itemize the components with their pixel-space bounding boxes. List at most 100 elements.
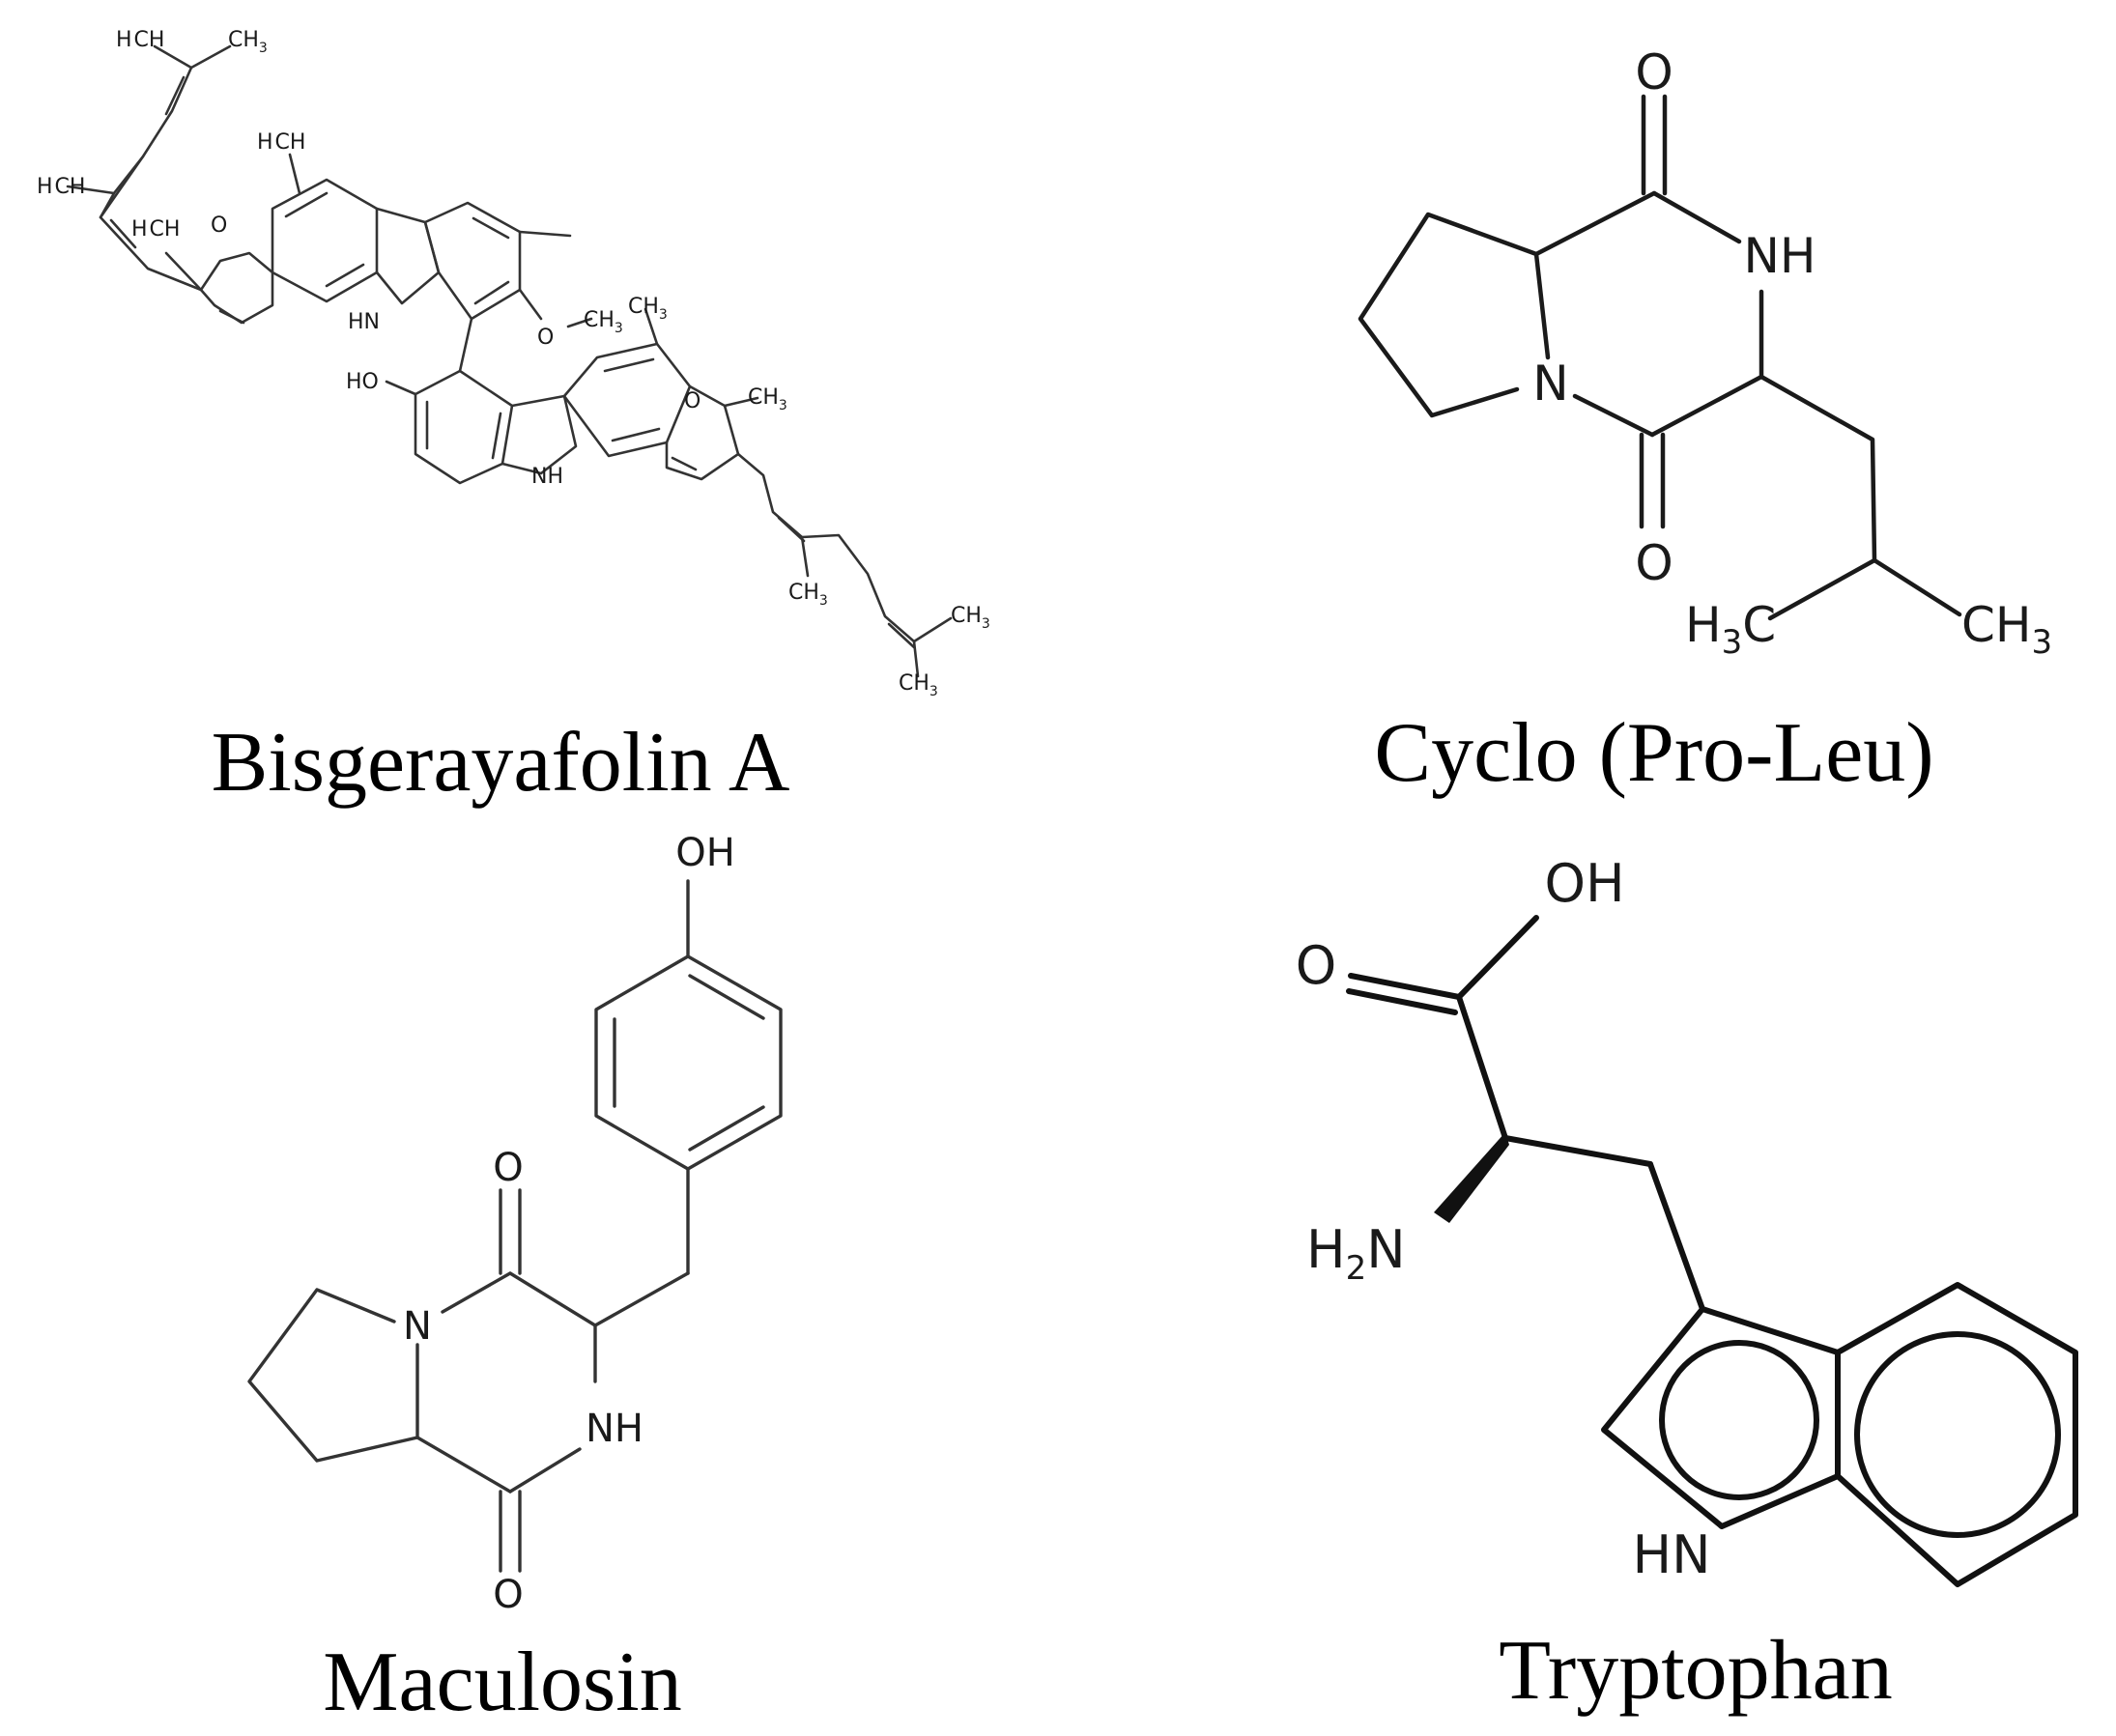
atom-label: O	[211, 213, 227, 238]
bond	[112, 155, 145, 195]
ring	[594, 954, 783, 1171]
atom-label: O	[537, 326, 554, 350]
ring	[1835, 1282, 2078, 1587]
bond	[1533, 190, 1657, 257]
bond	[99, 44, 203, 292]
bond	[688, 1105, 765, 1152]
bond	[736, 452, 953, 643]
bond	[164, 75, 186, 116]
atom-label: O	[493, 1146, 523, 1190]
atom-label: OH	[675, 831, 735, 875]
bond	[1572, 393, 1655, 438]
atom-label: CH3	[788, 581, 828, 609]
ring-aromatic	[1659, 1340, 1819, 1500]
atom-label: H2N	[1306, 1219, 1406, 1288]
ring	[423, 201, 522, 321]
ring	[562, 342, 692, 458]
atom-label: O	[493, 1573, 523, 1617]
bond	[1348, 973, 1462, 1000]
atom-label: N	[403, 1304, 432, 1349]
bond	[643, 307, 659, 346]
bond	[671, 456, 698, 471]
atom-label: O	[684, 389, 701, 413]
bond	[508, 1271, 597, 1327]
bond	[458, 317, 473, 373]
ring-aromatic	[1854, 1331, 2061, 1538]
bond	[566, 317, 593, 328]
bond	[375, 207, 441, 305]
atom-label: CH3	[584, 308, 623, 336]
bond	[500, 394, 578, 475]
atom-label: N	[1532, 356, 1568, 412]
bond	[688, 974, 765, 1020]
bond	[611, 427, 661, 442]
atom-label: O	[1635, 44, 1673, 100]
atom-label: CH3	[1961, 597, 2052, 662]
bond	[1649, 374, 1764, 438]
caption-bisgerayafolin: Bisgerayafolin A	[212, 716, 790, 810]
bond	[912, 640, 920, 678]
atom-label: NH	[1744, 228, 1816, 284]
bond	[887, 622, 916, 649]
bond	[1651, 190, 1742, 244]
atom-label: HCH	[257, 130, 305, 155]
bond	[325, 263, 365, 288]
caption-maculosin: Maculosin	[323, 1636, 682, 1729]
atom-label: HCH	[131, 217, 180, 242]
bond	[99, 191, 116, 219]
bond	[288, 153, 301, 195]
bond	[441, 1271, 512, 1314]
wedge-bond	[1434, 1132, 1509, 1223]
bond	[247, 1288, 419, 1463]
bond	[518, 230, 572, 238]
bond	[218, 309, 245, 325]
bond	[800, 535, 810, 578]
bond	[284, 191, 329, 218]
atom-label: NH	[586, 1407, 643, 1451]
ring	[1601, 1306, 1841, 1529]
atom-label: O	[1296, 935, 1337, 996]
bond	[1358, 212, 1539, 418]
bond	[109, 218, 137, 249]
bond	[777, 516, 806, 543]
bond	[473, 280, 510, 305]
bond	[199, 251, 274, 325]
bond	[1502, 1135, 1653, 1167]
bond	[1872, 557, 1962, 617]
atom-label: CH3	[899, 671, 938, 699]
bond	[665, 384, 740, 481]
atom-label: HN	[348, 310, 380, 334]
atom-label: OH	[1544, 853, 1624, 914]
bond	[508, 1447, 582, 1494]
atom-label: CH3	[628, 295, 668, 323]
tryptophan-structure: OH O H2N HN	[1296, 853, 2078, 1587]
bond	[415, 1436, 512, 1494]
bond	[1456, 915, 1539, 1000]
bond	[603, 357, 655, 373]
bond	[189, 44, 232, 70]
atom-label: HCH	[116, 28, 164, 52]
caption-cyclo: Cyclo (Pro-Leu)	[1374, 706, 1933, 800]
atom-label: HN	[1633, 1524, 1711, 1585]
bond	[518, 288, 543, 321]
atom-label: HO	[346, 370, 379, 394]
bond	[491, 412, 502, 460]
atom-label: HCH	[37, 175, 85, 199]
atom-label: CH3	[951, 604, 990, 632]
bond	[385, 380, 417, 396]
caption-tryptophan: Tryptophan	[1499, 1624, 1892, 1718]
bond	[593, 1271, 690, 1327]
ring	[271, 178, 379, 303]
bond	[1456, 994, 1508, 1141]
atom-label: O	[1635, 535, 1673, 591]
bisgerayafolin-structure: HCH CH3 HCH HCH HCH O HN O CH3 CH3 HO NH…	[37, 28, 990, 699]
maculosin-structure: OH O N NH O	[247, 831, 783, 1617]
bond	[1759, 374, 1877, 621]
atom-label: CH3	[228, 28, 268, 56]
bond	[1533, 251, 1551, 360]
bond	[1647, 1161, 1705, 1312]
bond	[723, 396, 759, 408]
atom-label: H3C	[1685, 597, 1776, 662]
